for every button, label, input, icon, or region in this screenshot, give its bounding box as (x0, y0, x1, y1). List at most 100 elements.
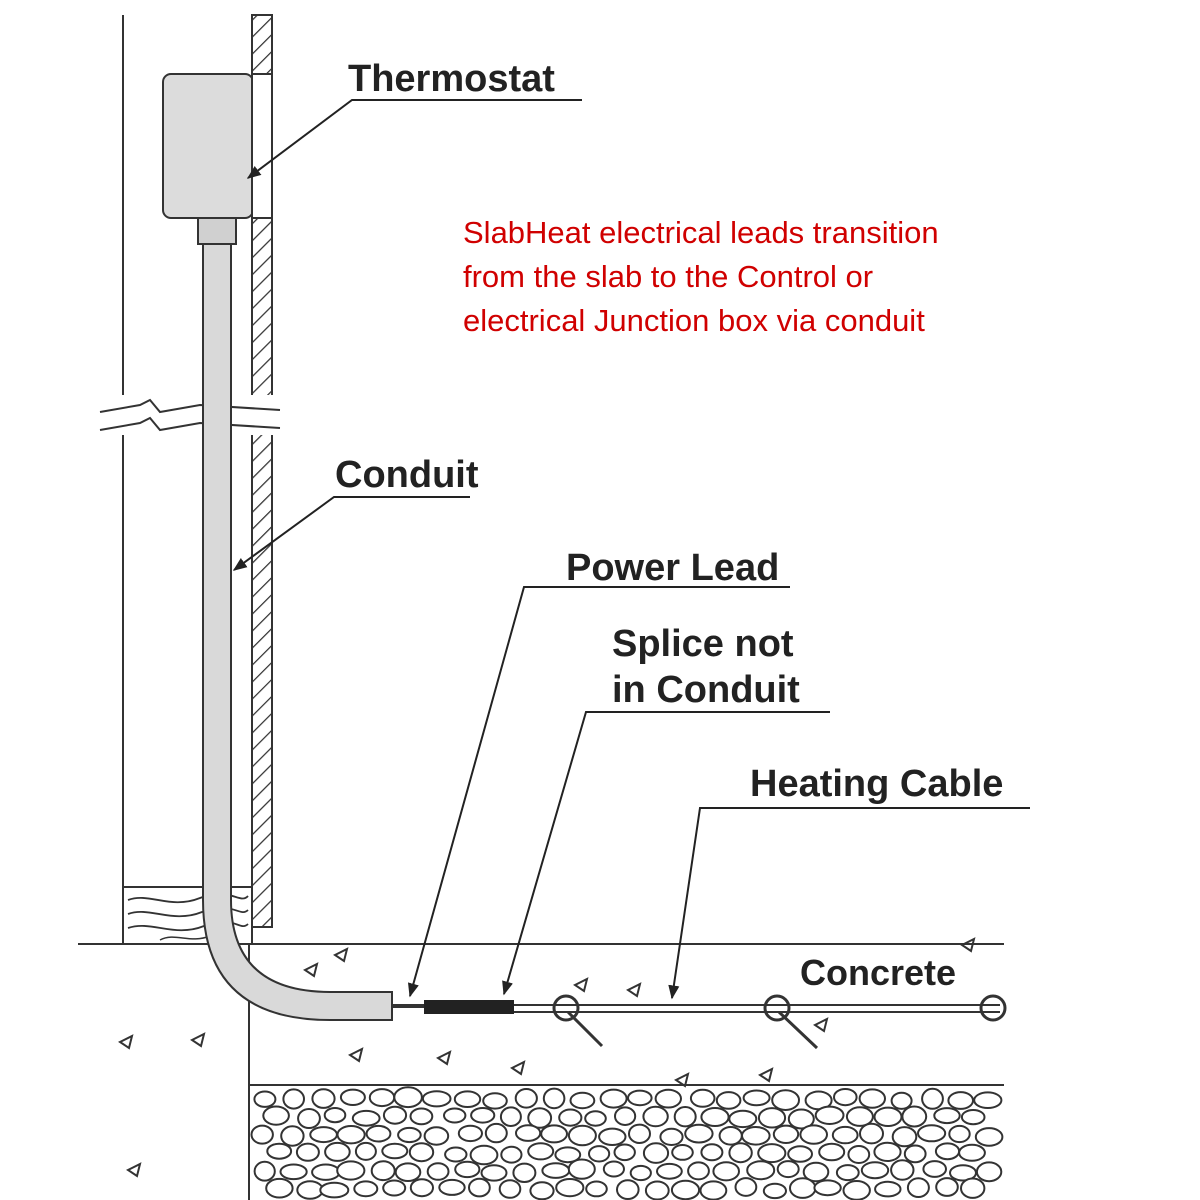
gravel-stone (558, 1108, 583, 1127)
gravel-stone (762, 1182, 788, 1200)
gravel-stone (262, 1105, 290, 1126)
gravel-stone (890, 1091, 913, 1110)
gravel-stone (282, 1088, 306, 1110)
gravel-stone (540, 1124, 568, 1144)
gravel-stone (845, 1106, 874, 1127)
gravel-stone (847, 1145, 871, 1164)
gravel-stone (253, 1090, 277, 1108)
gravel-stone (712, 1161, 741, 1182)
gravel-stone (960, 1177, 986, 1199)
gravel-stone (746, 1160, 776, 1181)
gravel-stone (715, 1091, 742, 1110)
gravel-stone (554, 1146, 582, 1164)
gravel-stone (311, 1088, 336, 1109)
gravel-stone (673, 1106, 697, 1128)
gravel-stone (613, 1143, 636, 1162)
gravel-stone (958, 1143, 986, 1162)
gravel-stone (742, 1089, 771, 1107)
gravel-stone (656, 1162, 683, 1180)
aggregate-stone (303, 962, 319, 978)
gravel-stone (947, 1091, 975, 1110)
gravel-stone (684, 1123, 714, 1144)
gravel-stone (644, 1180, 670, 1200)
gravel-stone (365, 1124, 392, 1143)
gravel-stone (757, 1143, 787, 1164)
gravel-stone (438, 1178, 466, 1196)
gravel-stone (598, 1127, 627, 1147)
gravel-stone (627, 1089, 653, 1107)
gravel-stone (934, 1142, 961, 1161)
gravel-stone (891, 1126, 918, 1148)
gravel-stone (297, 1108, 321, 1129)
aggregate-stone (674, 1072, 690, 1088)
gravel-stone (687, 1161, 710, 1181)
gravel-stone (901, 1105, 928, 1128)
gravel-stone (873, 1141, 902, 1163)
gravel-stone (833, 1088, 858, 1107)
aggregate-stone (758, 1067, 774, 1083)
gravel-stone (718, 1126, 743, 1146)
gravel-stone (831, 1125, 859, 1145)
gravel-stone (814, 1105, 845, 1126)
gravel-stone (654, 1088, 682, 1109)
gravel-stone (903, 1144, 927, 1164)
aggregate-stone (348, 1047, 364, 1063)
gravel-stone (734, 1177, 758, 1197)
gravel-stone (381, 1142, 409, 1160)
note-line-1: SlabHeat electrical leads transition (463, 215, 939, 250)
gravel-stone (906, 1177, 930, 1198)
concrete-label: Concrete (800, 952, 956, 993)
gravel-stone (975, 1161, 1003, 1183)
conduit-label: Conduit (335, 454, 479, 496)
gravel-stone (890, 1159, 915, 1181)
gravel-stone (933, 1107, 961, 1125)
gravel-stone (728, 1142, 753, 1164)
gravel-stone (813, 1179, 842, 1197)
gravel-stone (266, 1142, 293, 1160)
gravel-stone (671, 1144, 694, 1161)
gravel-stone (628, 1123, 651, 1145)
gravel-stone (480, 1164, 508, 1182)
gravel-stone (858, 1088, 886, 1109)
gravel-stone (454, 1160, 481, 1179)
gravel-stone (426, 1162, 450, 1181)
gravel-stone (772, 1124, 800, 1145)
gravel-stone (585, 1180, 608, 1198)
gravel-stone (960, 1109, 986, 1126)
gravel-stone (354, 1141, 377, 1161)
gravel-stone (860, 1161, 890, 1180)
gravel-stone (922, 1160, 948, 1178)
gravel-stone (470, 1107, 496, 1124)
gravel-stone (588, 1145, 611, 1163)
gravel-stone (514, 1088, 538, 1109)
aggregate-stone (190, 1032, 206, 1048)
gravel-stone (818, 1142, 846, 1162)
gravel-stone (771, 1089, 800, 1111)
gravel-stone (309, 1126, 338, 1144)
gravel-stone (499, 1106, 522, 1127)
gravel-stone (444, 1146, 468, 1163)
gravel-stone (728, 1109, 758, 1129)
gravel-stone (409, 1178, 434, 1198)
cable-clips (552, 994, 1007, 1050)
gravel-stone (569, 1091, 596, 1110)
gravel-stone (842, 1180, 871, 1200)
gravel-stone (700, 1107, 730, 1127)
gravel-stone (614, 1106, 637, 1126)
gravel-stone (296, 1180, 324, 1200)
gravel-stone (394, 1162, 422, 1182)
gravel-stone (659, 1127, 684, 1147)
gravel-stone (874, 1180, 902, 1198)
gravel-stone (469, 1144, 499, 1166)
conduit (202, 243, 393, 1021)
heating-cable-label: Heating Cable (750, 763, 1003, 805)
gravel-stone (642, 1105, 669, 1128)
gravel-stone (498, 1179, 522, 1199)
aggregate-stone (510, 1060, 526, 1076)
gravel-stone (443, 1107, 467, 1124)
gravel-stone (279, 1163, 308, 1181)
splice-leader (502, 711, 830, 996)
gravel-stone (873, 1106, 903, 1128)
splice-label-line2: in Conduit (612, 669, 800, 711)
